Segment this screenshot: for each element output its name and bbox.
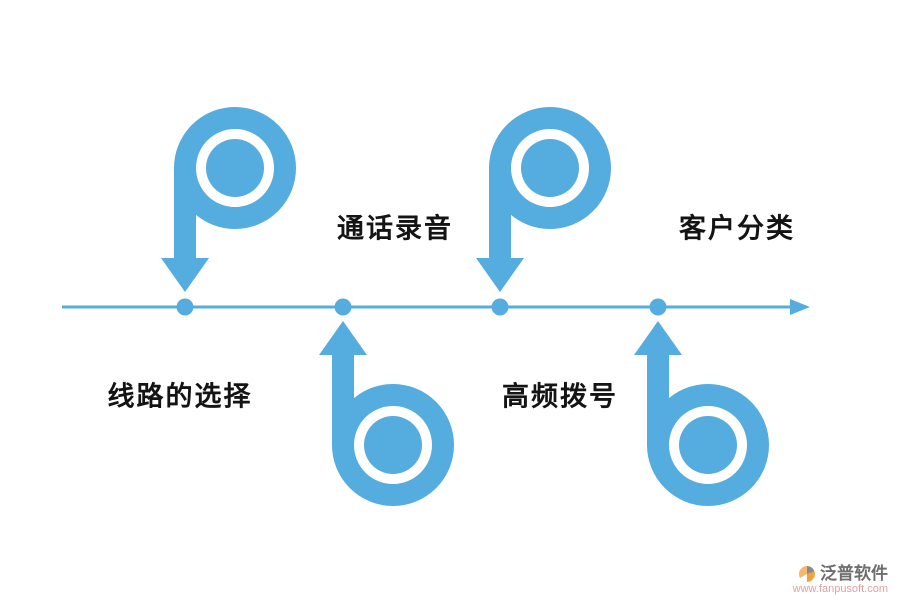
spiral-arrow-up-icon — [319, 321, 443, 495]
brand-watermark: 泛普软件 www.fanpusoft.com — [793, 564, 888, 596]
timeline-dot — [334, 298, 352, 316]
timeline-label-line-selection: 线路的选择 — [107, 381, 253, 412]
timeline-dot — [649, 298, 667, 316]
timeline-label-call-recording: 通话录音 — [337, 213, 453, 244]
brand-url: www.fanpusoft.com — [792, 583, 888, 596]
timeline-label-customer-classification: 客户分类 — [679, 213, 795, 244]
timeline-dot — [176, 298, 194, 316]
timeline-label-high-frequency-dialing: 高频拨号 — [502, 381, 618, 412]
timeline-dot — [491, 298, 509, 316]
brand-name: 泛普软件 — [820, 563, 888, 583]
brand-logo-icon — [798, 565, 815, 582]
spiral-arrow-up-icon — [634, 321, 758, 495]
spiral-arrow-down-icon — [476, 118, 600, 292]
spiral-arrow-down-icon — [161, 118, 285, 292]
timeline-arrowhead-icon — [790, 299, 810, 315]
